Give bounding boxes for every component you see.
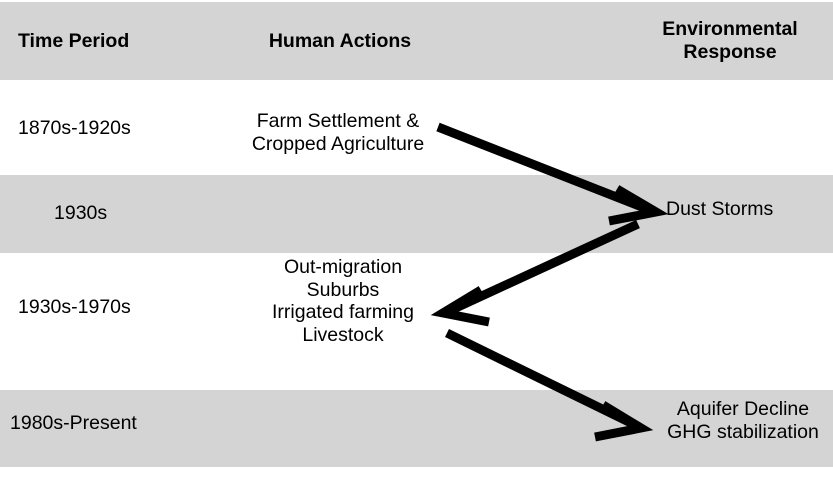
time-period-row-1: 1870s-1920s <box>18 117 131 139</box>
row-band-3 <box>0 253 833 390</box>
header-band <box>0 2 833 80</box>
column-header-human-actions: Human Actions <box>268 30 412 52</box>
human-action-row-3: Out-migration Suburbs Irrigated farming … <box>272 256 414 346</box>
column-header-time-period: Time Period <box>18 30 130 52</box>
human-action-row-1: Farm Settlement & Cropped Agriculture <box>251 110 425 155</box>
row-band-1 <box>0 80 833 175</box>
time-period-row-2: 1930s <box>54 202 108 224</box>
column-header-environmental-response: Environmental Response <box>662 18 798 63</box>
row-band-2 <box>0 175 833 253</box>
environmental-response-row-2: Dust Storms <box>666 198 774 220</box>
environmental-response-row-4: Aquifer Decline GHG stabilization <box>667 398 819 443</box>
row-band-4 <box>0 390 833 467</box>
time-period-row-3: 1930s-1970s <box>18 296 131 318</box>
time-period-row-4: 1980s-Present <box>10 412 137 434</box>
